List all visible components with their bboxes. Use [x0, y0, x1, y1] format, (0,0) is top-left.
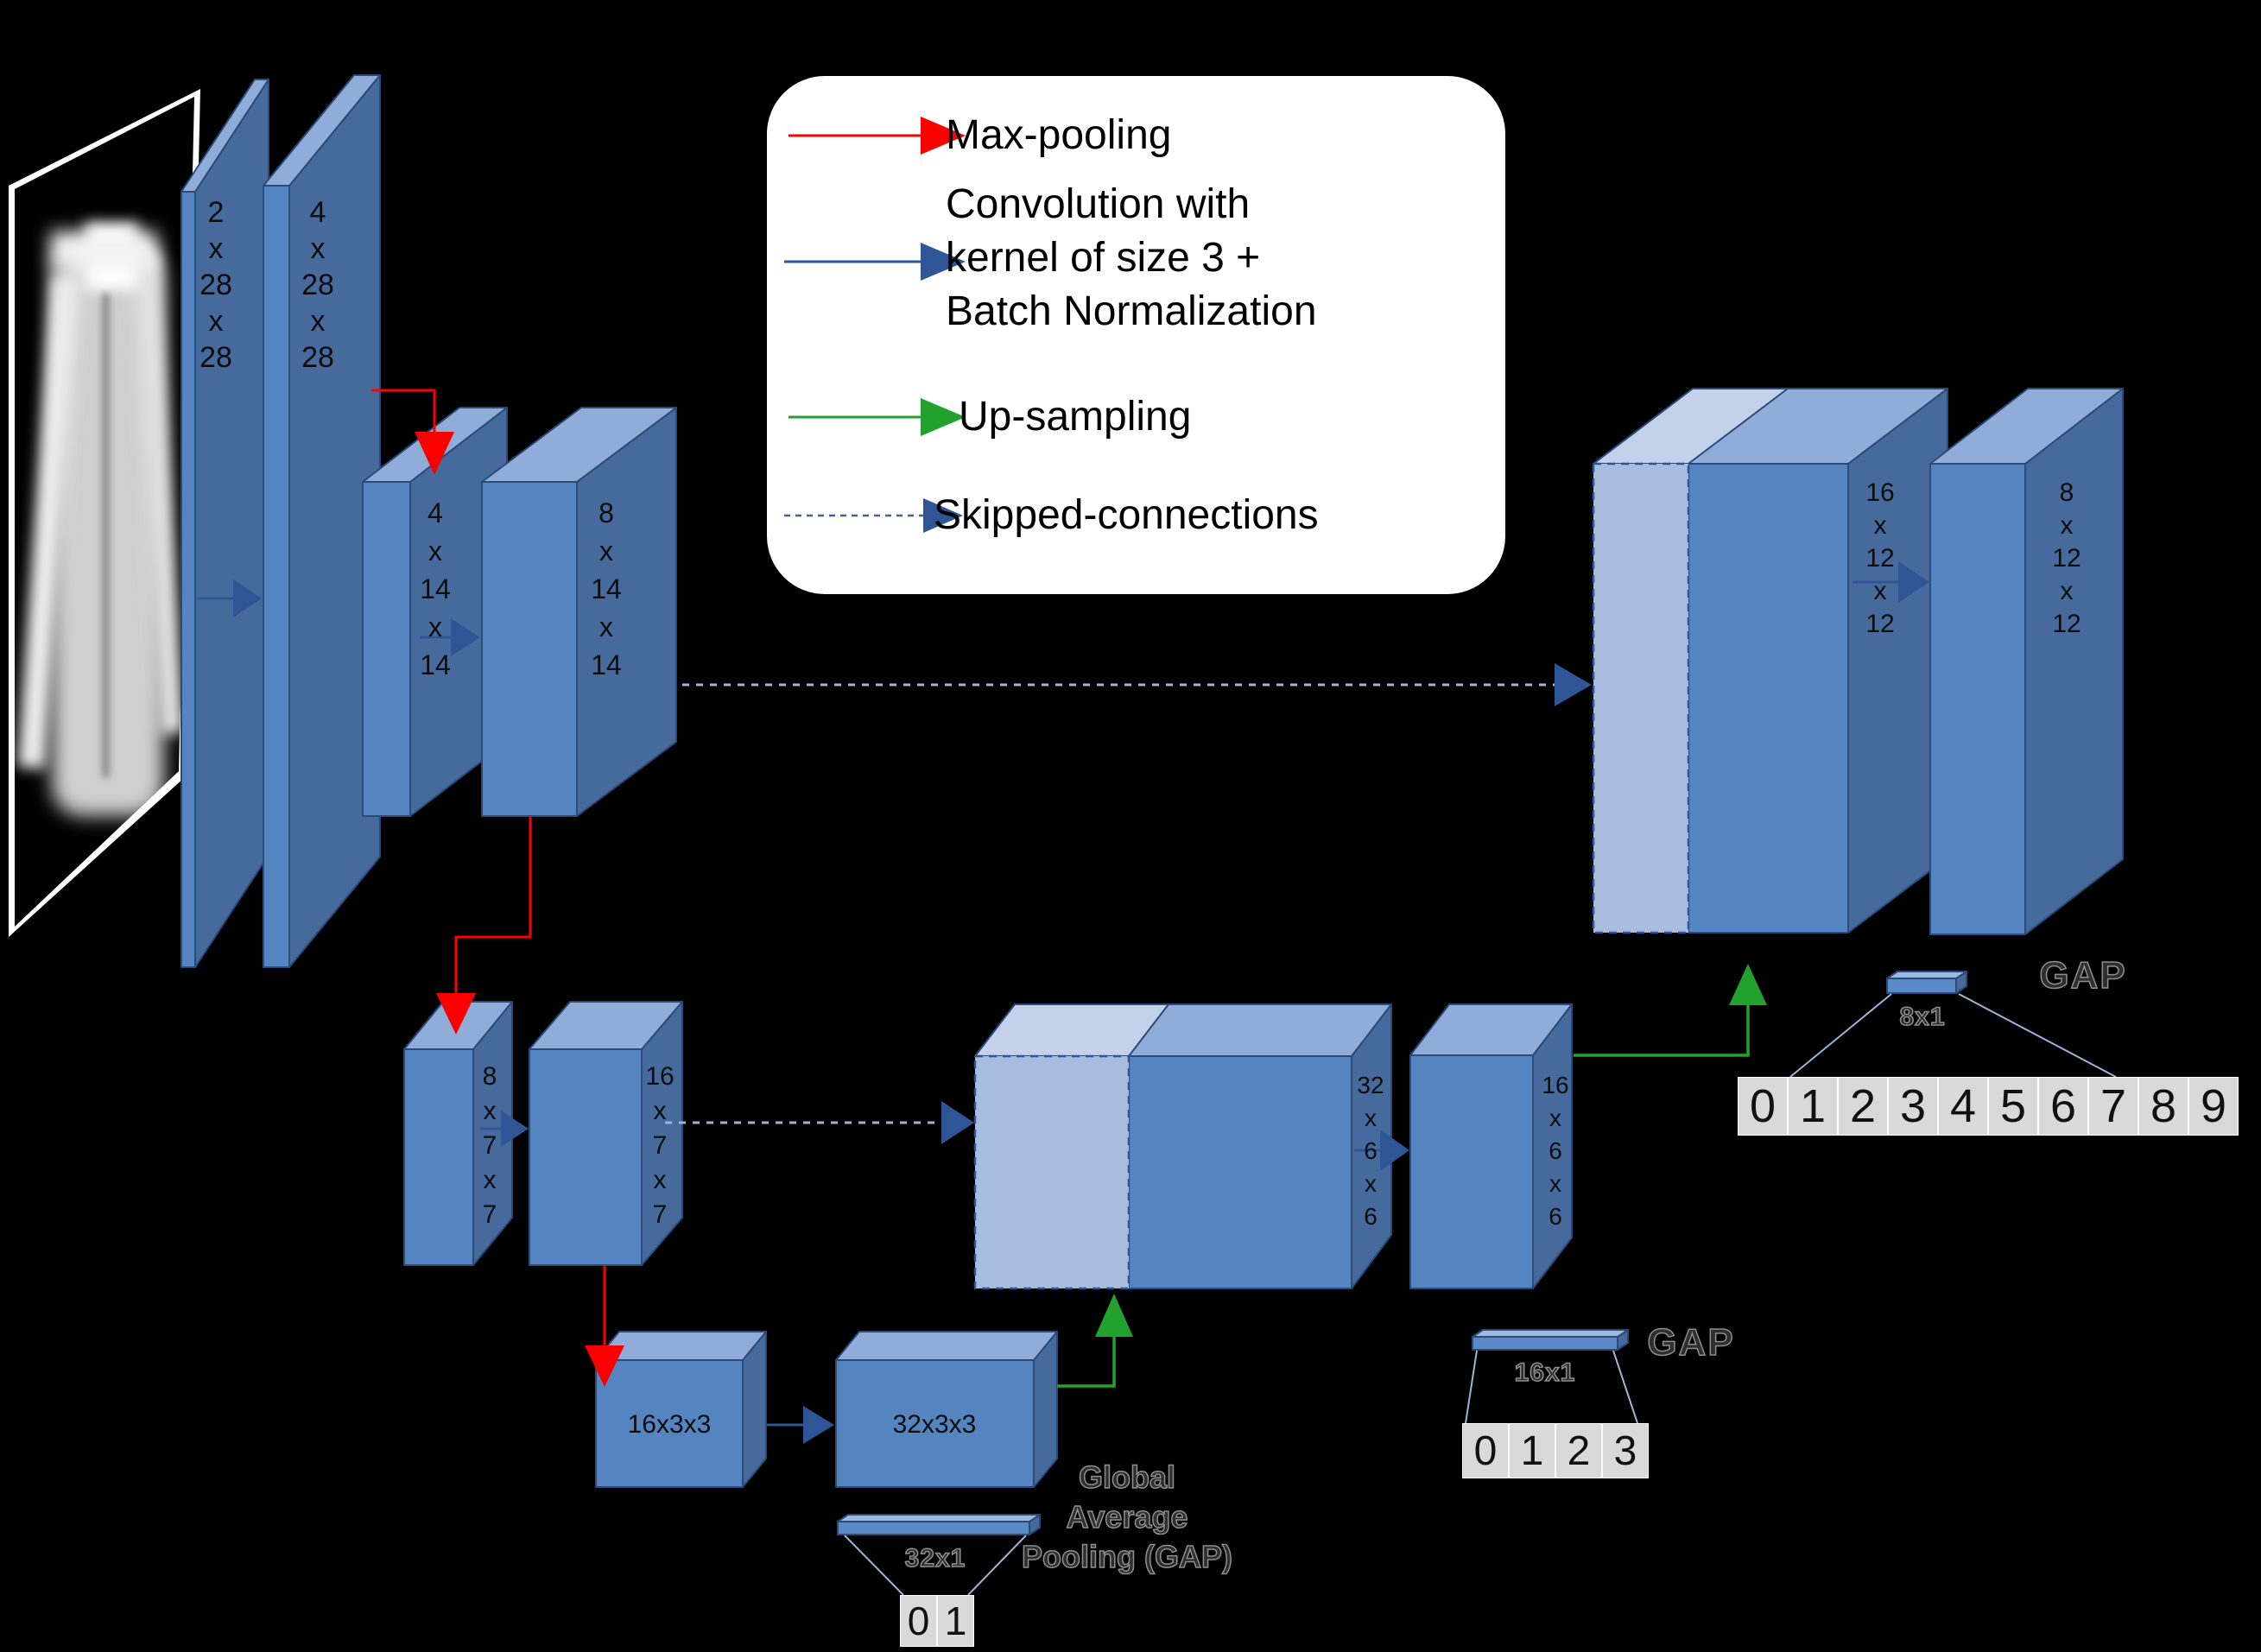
label-gap-right: GAP: [2039, 953, 2127, 997]
gap-bar-32x1: [837, 1514, 1041, 1535]
output-cell: 7: [2088, 1077, 2138, 1136]
upsample-arrows: [1057, 964, 1767, 1388]
label-4x28x28: 4 x 28 x 28: [301, 196, 334, 374]
label-16x12x12: 16 x 12 x 12: [1865, 478, 1895, 638]
block-32x6x6: [973, 1003, 1392, 1290]
block-16x3x3: [595, 1331, 767, 1488]
maxpool-arrows: [371, 389, 624, 1387]
maxpool-arrow-3: [585, 1266, 624, 1387]
gap-bar-16x1: [1472, 1329, 1629, 1351]
label-16x3x3: 16x3x3: [627, 1410, 712, 1439]
output-row-2class: 0 1: [900, 1595, 974, 1647]
output-cell: 3: [1602, 1423, 1649, 1478]
label-32x3x3: 32x3x3: [892, 1410, 977, 1439]
block-8x14x14: [481, 407, 677, 817]
skip-legend-arrow: [784, 498, 963, 533]
block-16x6x6: [1409, 1003, 1573, 1289]
maxpool-arrow-2: [436, 817, 532, 1035]
label-8x7x7: 8 x 7 x 7: [482, 1062, 497, 1229]
output-cell: 2: [1555, 1423, 1602, 1478]
block-16x12x12: [1592, 388, 1948, 934]
output-cell: 1: [1509, 1423, 1555, 1478]
upsample-legend-arrow: [788, 398, 966, 436]
skip-arrowhead-2: [941, 1101, 974, 1144]
output-cell: 0: [900, 1595, 937, 1647]
legend: Max-pooling Convolution with kernel of s…: [764, 73, 1508, 597]
output-cell: 1: [937, 1595, 974, 1647]
output-cell: 5: [1988, 1077, 2038, 1136]
garment-shoulders: [50, 231, 157, 269]
label-global-average-pooling: Global Average Pooling (GAP): [1021, 1459, 1232, 1575]
maxpool-arrow-1: [371, 389, 454, 475]
gap-bar-8x1: [1886, 971, 1967, 994]
output-cell: 6: [2038, 1077, 2088, 1136]
output-cell: 0: [1462, 1423, 1509, 1478]
conv-legend-arrow: [784, 243, 966, 281]
output-cell: 8: [2138, 1077, 2188, 1136]
conv-arrows: [197, 561, 1929, 1444]
output-cell: 0: [1738, 1077, 1788, 1136]
maxpool-legend-arrow: [788, 117, 966, 155]
output-row-10class: 0 1 2 3 4 5 6 7 8 9: [1738, 1077, 2239, 1136]
block-8x7x7: [403, 1001, 513, 1266]
label-8x12x12: 8 x 12 x 12: [2052, 478, 2081, 638]
conv-arrow-6: [1852, 561, 1929, 603]
conv-arrow-4: [767, 1406, 834, 1444]
label-16x6x6: 16 x 6 x 6: [1542, 1072, 1569, 1230]
conv-arrow-5: [1354, 1130, 1409, 1171]
gap-funnels: [844, 993, 2117, 1596]
legend-label-conv: Convolution with kernel of size 3 + Batc…: [946, 181, 1317, 334]
block-8x12x12: [1929, 388, 2124, 935]
garment-placket: [102, 294, 110, 777]
conv-arrow-3: [480, 1111, 529, 1147]
upsample-arrow-2: [1574, 964, 1767, 1057]
concat-slab-32: [973, 1054, 1130, 1290]
output-cell: 3: [1888, 1077, 1938, 1136]
output-row-4class: 0 1 2 3: [1462, 1423, 1649, 1478]
conv-arrow-1: [197, 579, 262, 617]
label-8x1: 8x1: [1899, 1002, 1946, 1032]
block-16x7x7: [529, 1001, 683, 1266]
label-4x14x14: 4 x 14 x 14: [420, 497, 451, 680]
output-cell: 1: [1788, 1077, 1838, 1136]
concat-slab-16: [1592, 462, 1690, 934]
upsample-arrow-1: [1057, 1294, 1133, 1388]
skip-arrowhead-1: [1555, 663, 1592, 706]
output-cell: 2: [1838, 1077, 1888, 1136]
label-16x7x7: 16 x 7 x 7: [645, 1062, 674, 1229]
label-2x28x28: 2 x 28 x 28: [200, 196, 232, 374]
legend-label-skip: Skipped-connections: [934, 492, 1319, 538]
block-32x3x3: [835, 1331, 1058, 1488]
skip-connections: [665, 663, 1592, 1144]
legend-label-upsample: Up-sampling: [959, 394, 1192, 440]
label-16x1: 16x1: [1514, 1358, 1576, 1388]
label-gap-mid: GAP: [1647, 1320, 1735, 1364]
label-32x6x6: 32 x 6 x 6: [1357, 1072, 1384, 1230]
block-4x28x28: [263, 74, 381, 968]
label-8x14x14: 8 x 14 x 14: [591, 497, 622, 680]
output-cell: 9: [2188, 1077, 2239, 1136]
output-cell: 4: [1938, 1077, 1988, 1136]
label-32x1: 32x1: [904, 1543, 966, 1573]
legend-label-maxpool: Max-pooling: [946, 112, 1172, 158]
conv-arrow-2: [420, 618, 480, 656]
